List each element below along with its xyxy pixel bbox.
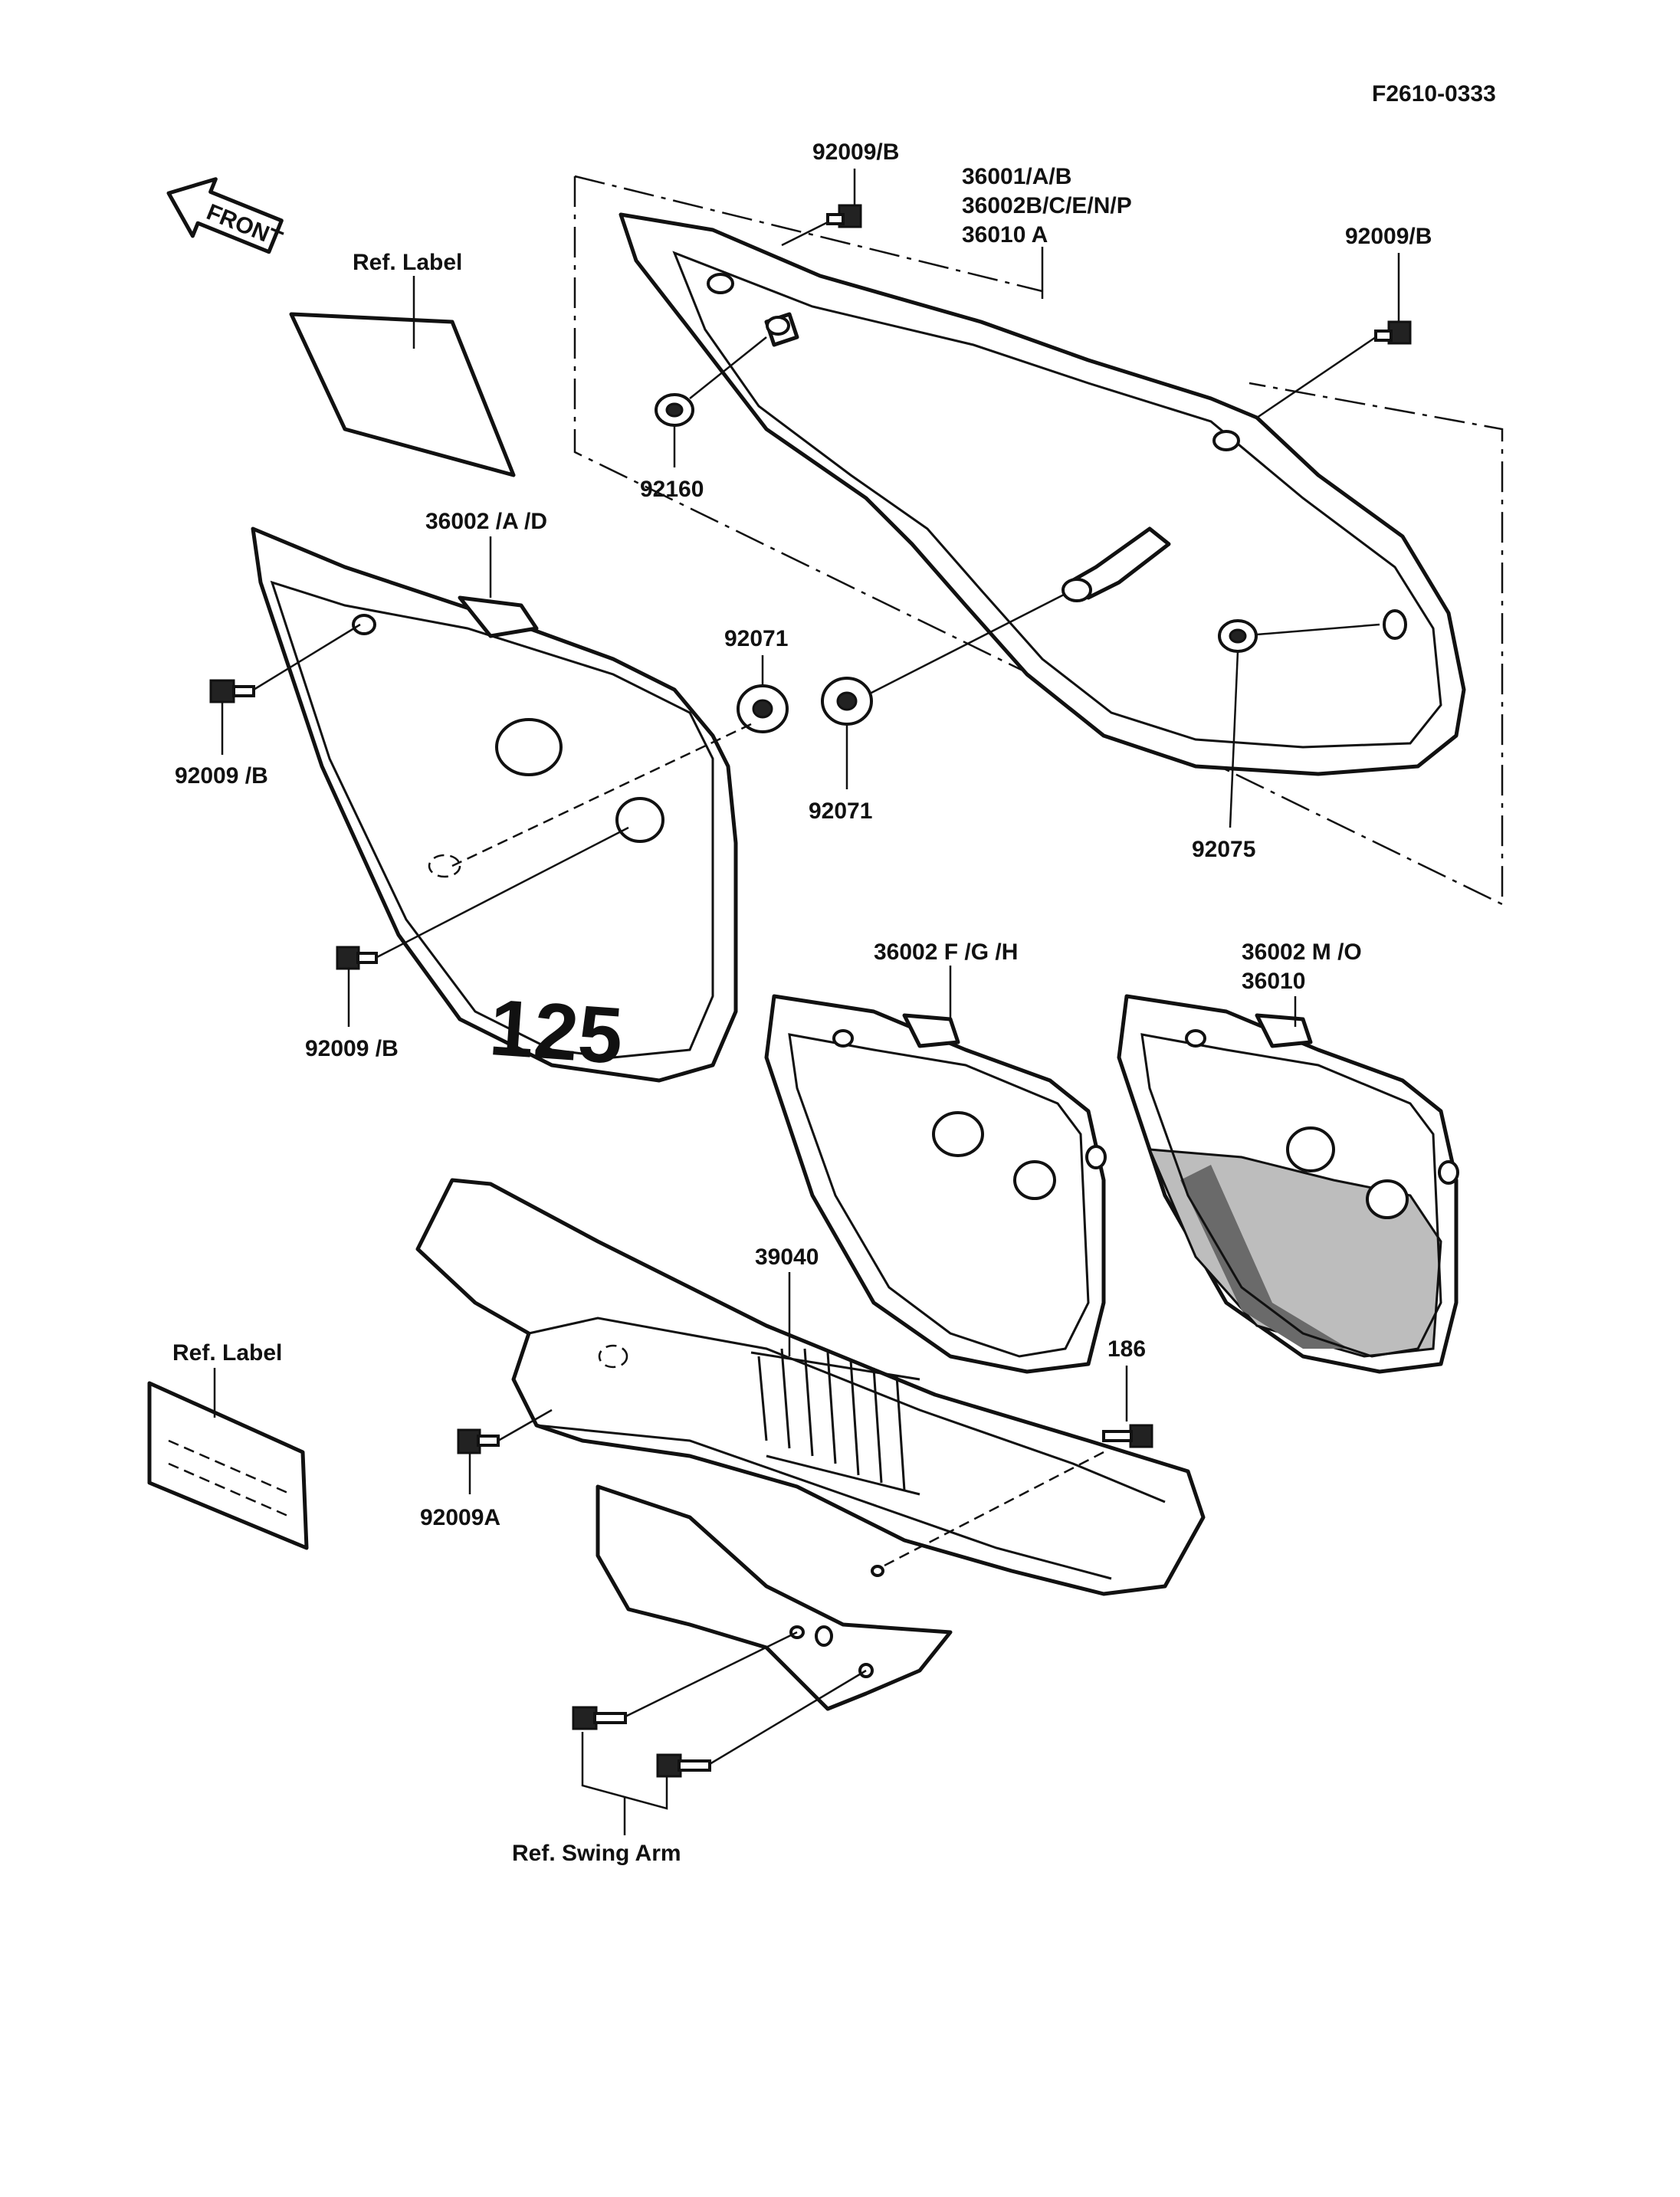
chain-guard-ribs [750, 1348, 920, 1496]
label-cover-mo-1: 36002 M /O [1242, 939, 1362, 965]
label-grommet-92160: 92160 [640, 477, 704, 502]
label-cover-left: 36002 /A /D [425, 509, 547, 534]
label-cover-right-3: 36010 A [962, 222, 1048, 248]
group-outline [573, 175, 1504, 907]
grommet-92075-icon [1218, 619, 1258, 653]
label-cover-fgh: 36002 F /G /H [874, 939, 1018, 965]
label-ref-label-bottom: Ref. Label [172, 1340, 282, 1366]
label-grommet-92071-a: 92071 [724, 626, 788, 651]
label-bolt-left-lower: 92009 /B [305, 1036, 399, 1061]
ref-label-top: Ref. Label [353, 250, 462, 275]
bolt-left-upper-icon [209, 679, 255, 703]
label-cover-mo-2: 36010 [1242, 969, 1305, 994]
bolt-top-right-icon [1374, 320, 1412, 345]
label-cover-right-2: 36002B/C/E/N/P [962, 193, 1132, 218]
label-grommet-92071-b: 92071 [809, 798, 872, 824]
grommet-92160-icon [655, 393, 694, 427]
label-bolt-left-upper: 92009 /B [175, 763, 268, 789]
grommet-92071-b-icon [821, 677, 873, 726]
bolt-92009a-icon [457, 1428, 500, 1454]
label-bolt-top-right: 92009/B [1345, 224, 1432, 249]
swing-arm-bolt-2-icon [656, 1753, 711, 1778]
bolt-left-lower-icon [336, 946, 378, 970]
front-arrow-icon: FRONT [166, 177, 286, 254]
bolt-186-icon [1102, 1424, 1153, 1448]
ref-label-sticker [289, 312, 516, 477]
bolt-top-icon [826, 204, 862, 228]
decal-125: 125 [487, 983, 625, 1081]
side-cover-fgh [764, 994, 1107, 1374]
chain-guard [415, 1178, 1206, 1711]
label-bolt-top: 92009/B [812, 139, 899, 165]
diagram-code: F2610-0333 [1372, 81, 1496, 107]
label-chain-guard: 39040 [755, 1244, 819, 1270]
left-side-cover: 125 [251, 526, 738, 1083]
label-bolt-186: 186 [1107, 1336, 1146, 1362]
grommet-92071-a-icon [737, 684, 789, 733]
label-grommet-92075: 92075 [1192, 837, 1255, 862]
label-bolt-92009a: 92009A [420, 1505, 500, 1530]
label-cover-right-1: 36001/A/B [962, 164, 1071, 189]
label-ref-swing-arm: Ref. Swing Arm [512, 1841, 681, 1866]
swing-arm-bolt-1-icon [572, 1706, 627, 1730]
side-cover-mo [1117, 994, 1459, 1374]
